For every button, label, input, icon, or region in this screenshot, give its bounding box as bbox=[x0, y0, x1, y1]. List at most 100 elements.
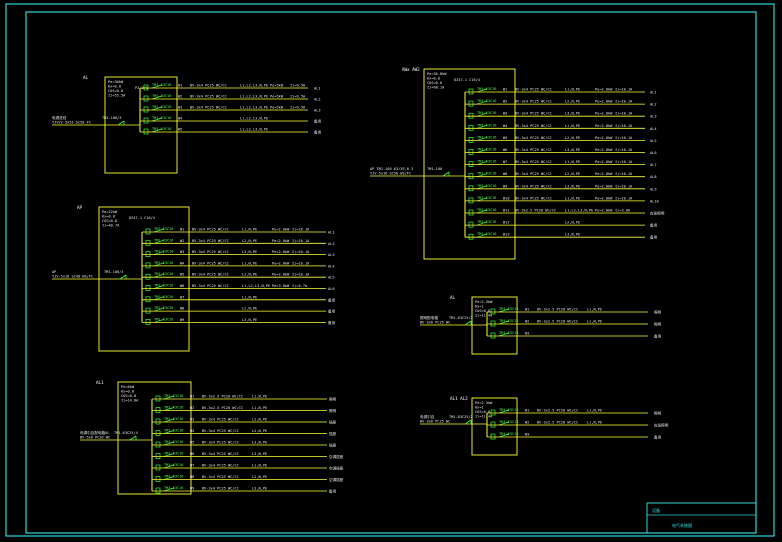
circuit-cable-label: BV-3x4 PC25 WC/CC bbox=[515, 148, 552, 152]
branch-breaker-label: TM1-63C16 bbox=[164, 429, 183, 433]
branch-breaker-label: TM1-63C16 bbox=[164, 463, 183, 467]
circuit-current-label: Ij=10.1A bbox=[615, 100, 633, 104]
circuit-current-label: Ij=10.1A bbox=[292, 261, 310, 265]
circuit-destination-label: 插座 bbox=[329, 431, 337, 436]
circuit-destination-label: 备用 bbox=[650, 223, 658, 228]
branch-breaker-symbol bbox=[143, 128, 149, 135]
circuit-number: W4 bbox=[503, 124, 507, 128]
circuit-current-label: Ij=10.1A bbox=[615, 184, 633, 188]
circuit-load-label: Pe=2.0kW bbox=[595, 184, 613, 188]
circuit-cable-label: BV-3x4 PC25 WC/CC bbox=[192, 284, 229, 288]
branch-switch-contact bbox=[151, 106, 163, 111]
panel-tag: AWa AW2 bbox=[402, 67, 420, 72]
branch-breaker-label: TM1-63C16 bbox=[477, 87, 496, 91]
title-block-label: 设备 bbox=[652, 507, 660, 513]
circuit-destination-label: AL2 bbox=[328, 242, 335, 246]
circuit-number: W5 bbox=[180, 273, 184, 277]
branch-switch-contact bbox=[153, 307, 165, 312]
branch-breaker-symbol bbox=[145, 307, 151, 314]
panel-parameter: Pe=22kW bbox=[102, 210, 118, 214]
circuit-phase-label: L2,N,PE bbox=[565, 136, 580, 140]
circuit-load-label: Pe=2.0kW bbox=[272, 228, 290, 232]
circuit-destination-label: 照明 bbox=[329, 408, 337, 413]
branch-breaker-symbol bbox=[490, 433, 496, 440]
branch-breaker-label: TM1-63C16 bbox=[477, 220, 496, 224]
circuit-cable-label: BV-3x4 PC25 WC/CC bbox=[515, 136, 552, 140]
circuit-destination-label: 照明 bbox=[329, 397, 337, 402]
circuit-destination-label: AL9 bbox=[650, 187, 657, 191]
circuit-number: W2 bbox=[178, 95, 182, 99]
panel-parameter: COS=0.8 bbox=[475, 309, 490, 313]
branch-breaker-symbol bbox=[145, 251, 151, 257]
branch-switch-contact bbox=[151, 128, 163, 133]
circuit-destination-label: AL1 bbox=[328, 231, 335, 235]
branch-breaker-symbol bbox=[143, 117, 149, 124]
branch-breaker-symbol bbox=[145, 228, 151, 235]
circuit-cable-label: BV-3x4 PC25 WC/CC bbox=[515, 112, 552, 116]
circuit-phase-label: L1,N,PE bbox=[252, 395, 267, 399]
circuit-number: W7 bbox=[190, 464, 194, 468]
circuit-load-label: Pe=2.0kW bbox=[595, 209, 613, 213]
panel-als: ALPe=2.5kWKx=1COS=0.8Ij=11.4A照明配电箱BV-3x6… bbox=[420, 295, 662, 355]
branch-breaker-symbol bbox=[145, 273, 151, 280]
circuit-phase-label: L1,N,PE bbox=[587, 409, 602, 413]
circuit-number: W5 bbox=[190, 441, 194, 445]
circuit-destination-label: 备用 bbox=[650, 235, 658, 240]
branch-switch-contact bbox=[151, 95, 163, 100]
circuit-load-label: Pe=2.0kW bbox=[272, 261, 290, 265]
panel-parameter: Kx=0.8 bbox=[102, 215, 115, 219]
incoming-source-label: 照明配电箱 bbox=[420, 315, 438, 320]
branch-breaker-label: TM1-63C16 bbox=[164, 406, 183, 410]
circuit-cable-label: BV-3x4 PC25 WC/CC bbox=[202, 441, 239, 445]
circuit-phase-label: L3,N,PE bbox=[242, 318, 257, 322]
branch-breaker-label: TM1-63C16 bbox=[164, 452, 183, 456]
circuit-cable-label: BV-3x2.5 PC20 WC/CC bbox=[537, 308, 578, 312]
branch-breaker-symbol bbox=[490, 421, 496, 428]
branch-breaker-label: TM1-63C16 bbox=[154, 238, 173, 242]
circuit-cable-label: BV-3x2.5 PC20 WC/CC bbox=[202, 406, 243, 410]
circuit-cable-label: BV-3x2.5 PC20 WC/CC bbox=[537, 320, 578, 324]
branch-breaker-label: TM1-63C16 bbox=[477, 123, 496, 127]
circuit-destination-label: 备用 bbox=[328, 320, 336, 325]
circuit-phase-label: L3,N,PE bbox=[242, 250, 257, 254]
branch-switch-contact bbox=[476, 112, 488, 117]
branch-breaker-symbol bbox=[468, 124, 474, 131]
incoming-source-label: 电源进线 bbox=[52, 115, 67, 120]
branch-breaker-label: TM1-63C16 bbox=[164, 440, 183, 444]
panel-parameter: COS=0.8 bbox=[475, 410, 490, 414]
panel-parameter: Kx=0.8 bbox=[427, 77, 440, 81]
circuit-cable-label: BV-3x4 PC25 WC/CC bbox=[515, 88, 552, 92]
circuit-destination-label: 备用 bbox=[329, 489, 337, 494]
circuit-phase-label: L2,N,PE bbox=[242, 307, 257, 311]
circuit-number: W6 bbox=[190, 452, 194, 456]
main-breaker-label: TM1-63C25/2 bbox=[449, 316, 473, 320]
branch-breaker-symbol bbox=[143, 106, 149, 113]
panel-parameter: Pe=36.8kW bbox=[427, 72, 447, 76]
branch-breaker-label: TM1-63C16 bbox=[152, 105, 171, 109]
branch-switch-contact bbox=[476, 124, 488, 129]
incoming-cable-label: YJV22-5X16 SC50 FC bbox=[52, 121, 91, 125]
circuit-load-label: Pe=5kW bbox=[270, 95, 284, 99]
branch-switch-contact bbox=[153, 296, 165, 301]
branch-switch-contact bbox=[153, 251, 165, 255]
circuit-destination-label: 备用 bbox=[314, 119, 322, 124]
circuit-phase-label: L2,N,PE bbox=[565, 221, 580, 225]
circuit-number: W4 bbox=[190, 429, 194, 433]
branch-breaker-symbol bbox=[155, 407, 161, 413]
panel-parameter: Ij=11.4A bbox=[475, 415, 493, 419]
circuit-number: W3 bbox=[525, 332, 529, 336]
circuit-number: W9 bbox=[190, 487, 194, 491]
main-breaker-label: TM1-100/3 bbox=[102, 116, 121, 120]
circuit-destination-label: AL6 bbox=[650, 151, 657, 155]
branch-switch-contact bbox=[153, 262, 165, 267]
circuit-destination-label: AL2 bbox=[314, 98, 321, 102]
branch-breaker-label: TM1-63C16 bbox=[152, 116, 171, 120]
branch-breaker-symbol bbox=[468, 185, 474, 192]
panel-enclosure bbox=[471, 397, 518, 456]
